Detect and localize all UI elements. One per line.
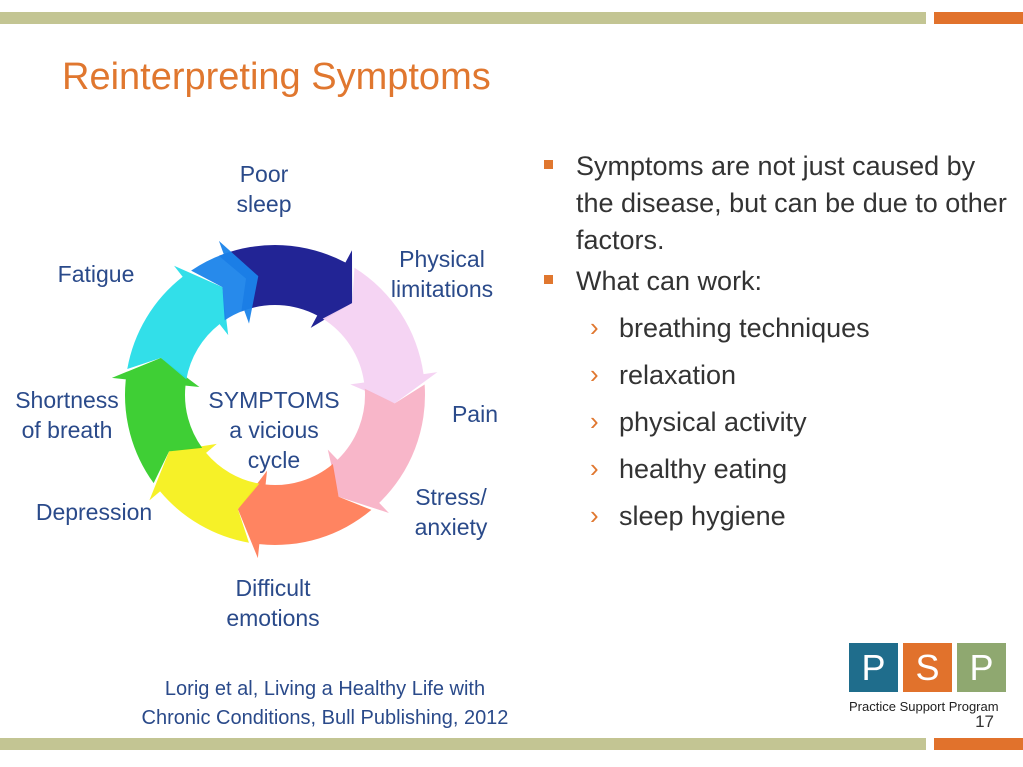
label-shortness-of-breath: Shortness of breath — [15, 387, 119, 443]
bullet-item: Symptoms are not just caused by the dise… — [540, 148, 1010, 259]
top-decor-bar — [0, 12, 926, 24]
bottom-decor-accent — [934, 738, 1023, 750]
label-fatigue: Fatigue — [57, 261, 135, 287]
sub-bullet-item: › physical activity — [540, 404, 1010, 441]
sub-bullet-text: physical activity — [619, 407, 807, 437]
logo-letter-p: P — [957, 643, 1006, 692]
chevron-right-icon: › — [590, 312, 599, 342]
top-decor-accent — [934, 12, 1023, 24]
sub-bullet-item: › breathing techniques — [540, 310, 1010, 347]
sub-bullet-text: relaxation — [619, 360, 737, 390]
sub-bullet-text: healthy eating — [619, 454, 788, 484]
label-depression: Depression — [35, 499, 153, 525]
cycle-diagram — [111, 240, 438, 559]
cycle-arrow-cyan — [127, 265, 229, 380]
chevron-right-icon: › — [590, 500, 599, 530]
slide-title: Reinterpreting Symptoms — [62, 56, 491, 98]
logo-letter-p: P — [849, 643, 898, 692]
square-bullet-icon — [544, 160, 553, 169]
bullet-list: Symptoms are not just caused by the dise… — [540, 148, 1010, 535]
citation: Lorig et al, Living a Healthy Life with … — [141, 678, 509, 729]
diagram-center-label: SYMPTOMS a vicious cycle — [208, 387, 340, 473]
bottom-decor-bar — [0, 738, 926, 750]
logo-letter-s: S — [903, 643, 952, 692]
label-pain: Pain — [451, 401, 499, 427]
logo-caption: Practice Support Program — [849, 699, 999, 714]
sub-bullet-item: › sleep hygiene — [540, 498, 1010, 535]
label-physical-limitations: Physical limitations — [390, 246, 494, 302]
label-poor-sleep: Poor sleep — [236, 161, 292, 217]
sub-bullet-item: › relaxation — [540, 357, 1010, 394]
label-stress-anxiety: Stress/ anxiety — [414, 484, 488, 540]
cycle-arrow-blue — [191, 240, 259, 324]
cycle-arrow-coral — [237, 463, 372, 559]
bullet-item: What can work: — [540, 263, 1010, 300]
sub-bullet-text: breathing techniques — [619, 313, 870, 343]
page-number: 17 — [975, 712, 994, 731]
bullet-text: Symptoms are not just caused by the dise… — [576, 151, 1007, 255]
chevron-right-icon: › — [590, 406, 599, 436]
cycle-arrow-pink — [327, 384, 426, 513]
cycle-arrow-green — [111, 357, 203, 484]
bullet-text: What can work: — [576, 266, 763, 296]
cycle-arrow-yellow — [149, 443, 260, 543]
chevron-right-icon: › — [590, 359, 599, 389]
sub-bullet-item: › healthy eating — [540, 451, 1010, 488]
label-difficult-emotions: Difficult emotions — [226, 575, 320, 631]
chevron-right-icon: › — [590, 453, 599, 483]
square-bullet-icon — [544, 275, 553, 284]
sub-bullet-text: sleep hygiene — [619, 501, 786, 531]
cycle-arrow-lavender — [322, 267, 438, 404]
